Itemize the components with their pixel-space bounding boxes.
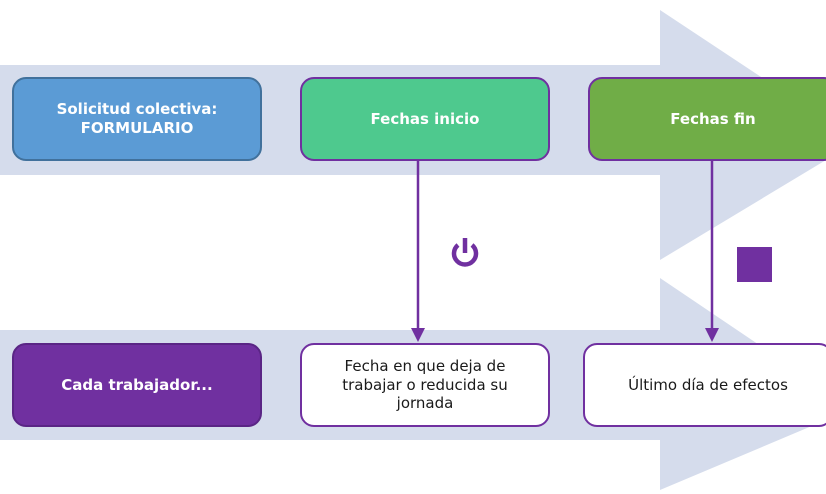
fechas-fin-label: Fechas fin bbox=[670, 109, 756, 128]
fechas-inicio-label: Fechas inicio bbox=[370, 109, 480, 128]
fecha-deja-trabajar-box: Fecha en que deja de trabajar o reducida… bbox=[300, 343, 550, 427]
connector-fin-arrowhead bbox=[705, 328, 719, 342]
solicitud-colectiva-label: Solicitud colectiva: FORMULARIO bbox=[56, 100, 218, 137]
fechas-inicio-box: Fechas inicio bbox=[300, 77, 550, 161]
power-icon bbox=[451, 238, 479, 267]
solicitud-colectiva-box: Solicitud colectiva: FORMULARIO bbox=[12, 77, 262, 161]
stop-icon bbox=[737, 247, 772, 282]
cada-trabajador-label: Cada trabajador... bbox=[61, 375, 213, 394]
cada-trabajador-box: Cada trabajador... bbox=[12, 343, 262, 427]
connector-inicio-arrowhead bbox=[411, 328, 425, 342]
ultimo-dia-efectos-label: Último día de efectos bbox=[628, 375, 788, 394]
fecha-deja-trabajar-label: Fecha en que deja de trabajar o reducida… bbox=[342, 356, 508, 413]
fechas-fin-box: Fechas fin bbox=[588, 77, 826, 161]
ultimo-dia-efectos-box: Último día de efectos bbox=[583, 343, 826, 427]
